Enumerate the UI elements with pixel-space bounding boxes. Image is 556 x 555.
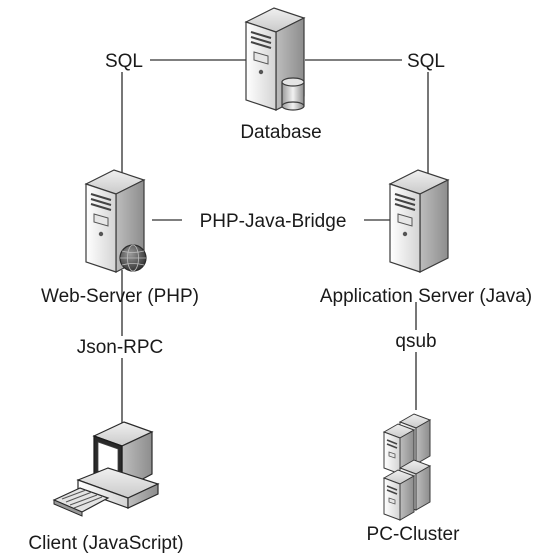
client-label: Client (JavaScript): [28, 533, 183, 554]
globe-icon: [119, 244, 147, 272]
sql-left-label: SQL: [105, 51, 143, 72]
database-cylinder-icon: [281, 77, 305, 111]
cluster-label: PC-Cluster: [367, 524, 461, 545]
qsub-label: qsub: [395, 331, 436, 352]
database-label: Database: [240, 122, 321, 143]
web-server-label: Web-Server (PHP): [41, 286, 199, 307]
sql-right-label: SQL: [407, 51, 445, 72]
desktop-computer-icon: [52, 421, 160, 517]
database-server-icon: [245, 7, 305, 111]
server-cluster-icon: [383, 413, 431, 521]
keyboard-icon: [52, 487, 110, 517]
application-server-icon: [389, 169, 449, 273]
app-server-label: Application Server (Java): [320, 286, 532, 307]
json-rpc-label: Json-RPC: [77, 337, 164, 358]
bridge-label: PHP-Java-Bridge: [200, 211, 347, 232]
web-server-icon: [85, 169, 147, 273]
